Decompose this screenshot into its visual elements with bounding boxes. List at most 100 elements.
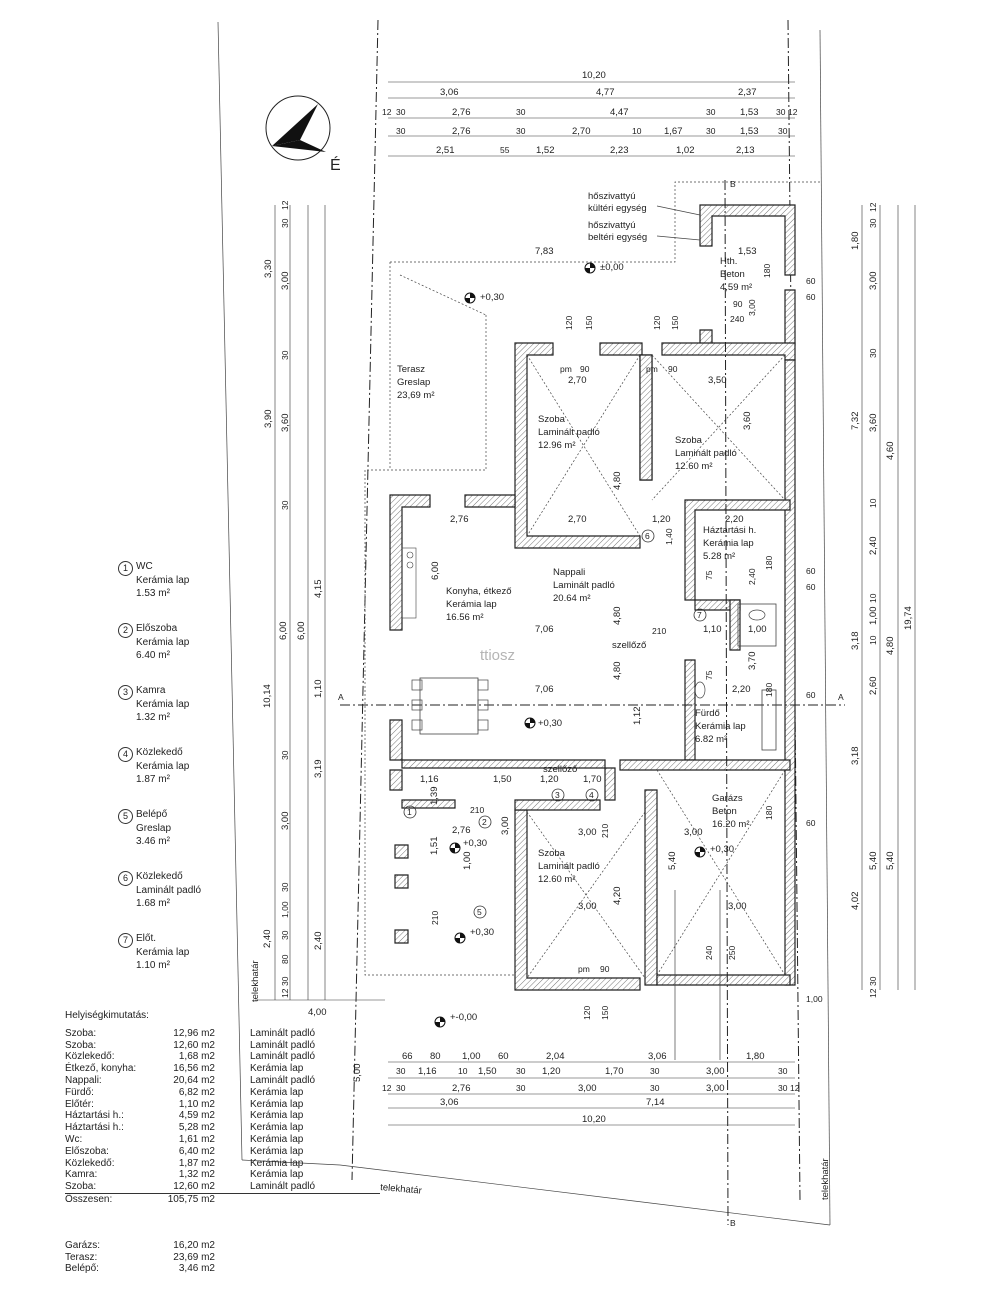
svg-text:Fürdő: Fürdő — [695, 708, 720, 719]
svg-text:240: 240 — [704, 946, 714, 960]
dim-top-r3: 30 — [516, 126, 526, 136]
dim-top-r4: 2,13 — [736, 145, 755, 156]
lot-boundary-label: telekhatár — [820, 1158, 831, 1200]
svg-text:1,00: 1,00 — [280, 901, 290, 918]
svg-text:pm: pm — [578, 964, 590, 974]
svg-text:3,00: 3,00 — [280, 812, 291, 831]
svg-text:30: 30 — [778, 1066, 788, 1076]
interior-dimensions: 2,70 3,50 3,60 4,80 2,76 2,70 1,20 2,20 … — [420, 246, 816, 974]
svg-text:12: 12 — [868, 988, 878, 998]
svg-text:1,20: 1,20 — [540, 774, 559, 785]
svg-text:7,14: 7,14 — [646, 1097, 665, 1108]
legend-number: 5 — [118, 809, 133, 824]
svg-text:5,00: 5,00 — [352, 1064, 363, 1083]
dim-top-r2: 30 — [396, 107, 406, 117]
furniture — [401, 547, 777, 751]
area-table-cell-material: Laminált padló — [250, 1181, 316, 1193]
area-table-cell-area: 20,64 m2 — [173, 1074, 215, 1086]
svg-text:2,40: 2,40 — [313, 932, 324, 951]
area-table-cell-material: Laminált padló — [250, 1051, 316, 1063]
svg-text:60: 60 — [806, 818, 816, 828]
area-table-cell-area: 3,46 m2 — [178, 1263, 215, 1275]
level-mark: +-0,00 — [434, 1012, 477, 1028]
dim-top-r3: 30 — [396, 126, 406, 136]
svg-text:90: 90 — [733, 299, 743, 309]
svg-text:120: 120 — [652, 316, 662, 330]
svg-text:3,60: 3,60 — [868, 414, 879, 433]
legend-area: 6.40 m² — [136, 650, 170, 661]
ventilator-label: szellőző — [543, 764, 577, 775]
legend-number: 1 — [118, 561, 133, 576]
dim-top-r4: 1,52 — [536, 145, 555, 156]
svg-text:2,70: 2,70 — [568, 375, 587, 386]
svg-text:3,60: 3,60 — [280, 414, 291, 433]
svg-text:1,12: 1,12 — [632, 707, 643, 726]
svg-text:180: 180 — [764, 806, 774, 820]
legend-room-name: Közlekedő — [136, 747, 183, 758]
svg-text:30: 30 — [778, 1083, 788, 1093]
svg-text:3,00: 3,00 — [500, 817, 511, 836]
svg-text:180: 180 — [764, 683, 774, 697]
dim-top-r3: 2,76 — [452, 126, 471, 137]
dim-bottom-wall: 150 — [600, 1006, 610, 1020]
heatpump-outdoor-label: hőszivattyú — [588, 191, 636, 202]
svg-text:3,00: 3,00 — [868, 272, 879, 291]
svg-text:12: 12 — [790, 1083, 800, 1093]
area-table-cell-name: Étkező, konyha: — [65, 1063, 137, 1075]
legend-room-name: Közlekedő — [136, 871, 183, 882]
svg-text:16.20 m²: 16.20 m² — [712, 819, 750, 830]
svg-text:7,06: 7,06 — [535, 624, 554, 635]
room-number: 3 — [551, 788, 565, 802]
svg-text:2,40: 2,40 — [868, 537, 879, 556]
svg-text:30: 30 — [280, 976, 290, 986]
svg-text:60: 60 — [806, 276, 816, 286]
svg-text:4,60: 4,60 — [885, 442, 896, 461]
area-table-cell-name: Szoba: — [65, 1027, 97, 1039]
svg-text:Háztartási h.: Háztartási h. — [703, 525, 756, 536]
heatpump-outdoor-label: kültéri egység — [588, 203, 647, 214]
svg-text:3,06: 3,06 — [648, 1051, 667, 1062]
area-table-cell-name: Háztartási h.: — [65, 1110, 124, 1122]
svg-text:30: 30 — [396, 1066, 406, 1076]
svg-text:12: 12 — [280, 988, 290, 998]
dim-top-r3: 10 — [632, 126, 642, 136]
svg-text:4,80: 4,80 — [612, 607, 623, 626]
svg-text:12: 12 — [868, 202, 878, 212]
section-mark-b: B — [730, 1218, 736, 1228]
svg-text:210: 210 — [600, 824, 610, 838]
area-table-cell-material: Laminált padló — [250, 1027, 316, 1039]
room-furdo: Fürdő Kerámia lap 6.82 m² — [695, 708, 746, 745]
room-szoba-2: Szoba Laminált padló 12.60 m² — [675, 435, 737, 472]
area-table-cell-name: Előtér: — [65, 1098, 94, 1110]
dim-top-r2: 12 — [788, 107, 798, 117]
svg-text:30: 30 — [396, 1083, 406, 1093]
legend-number: 6 — [118, 871, 133, 886]
svg-text:30: 30 — [280, 930, 290, 940]
dim-top-r4: 1,02 — [676, 145, 695, 156]
area-table-cell-area: 12,60 m2 — [173, 1039, 215, 1051]
area-table-cell-name: Terasz: — [65, 1251, 98, 1263]
area-table-cell-name: Fürdő: — [65, 1086, 94, 1098]
area-table-cell-material: Kerámia lap — [250, 1133, 304, 1145]
legend-room-name: Előt. — [136, 933, 157, 944]
svg-text:3,50: 3,50 — [708, 375, 727, 386]
svg-text:4,20: 4,20 — [612, 887, 623, 906]
svg-text:90: 90 — [600, 964, 610, 974]
svg-text:12.60 m²: 12.60 m² — [675, 461, 713, 472]
legend-area: 1.87 m² — [136, 774, 170, 785]
svg-text:180: 180 — [764, 556, 774, 570]
svg-text:60: 60 — [806, 690, 816, 700]
room-numbers: 6 7 2 3 4 5 1 — [403, 529, 707, 919]
svg-text:1,00: 1,00 — [748, 624, 767, 635]
svg-text:30: 30 — [516, 1066, 526, 1076]
svg-text:Laminált padló: Laminált padló — [538, 861, 600, 872]
svg-text:Laminált padló: Laminált padló — [538, 427, 600, 438]
